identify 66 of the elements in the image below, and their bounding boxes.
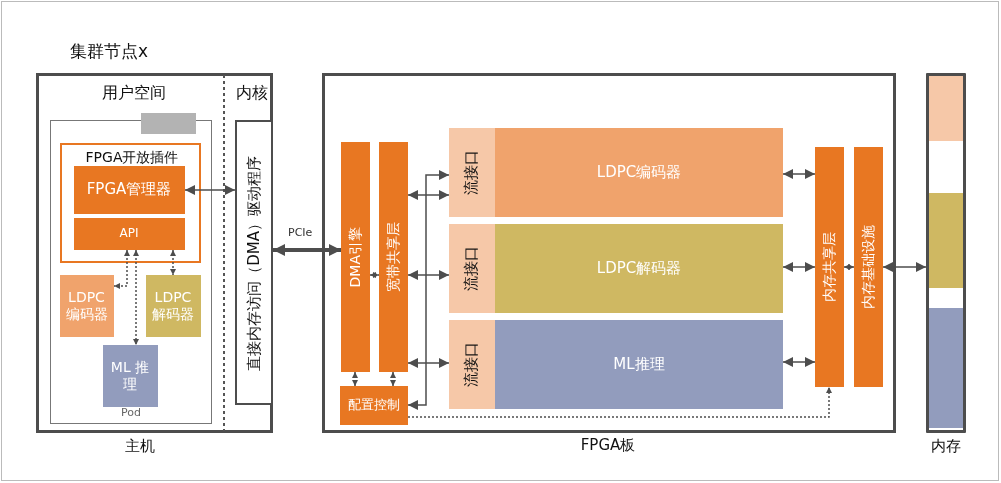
arrow bbox=[407, 358, 450, 368]
box-label: DMA引擎 bbox=[347, 226, 364, 288]
box-label: 流接口 bbox=[463, 150, 481, 195]
process-box bbox=[815, 147, 844, 387]
arrow bbox=[113, 249, 130, 289]
box-label: 内存基础设施 bbox=[860, 225, 877, 309]
process-box bbox=[449, 224, 495, 313]
box-label: 内存共享层 bbox=[821, 232, 838, 302]
arrow bbox=[184, 185, 236, 195]
arrow bbox=[390, 371, 396, 387]
process-box bbox=[379, 142, 408, 372]
arrow bbox=[133, 249, 139, 346]
box-label: 配置控制 bbox=[348, 398, 400, 413]
arrow bbox=[273, 244, 341, 256]
process-box bbox=[854, 147, 883, 387]
box-label: 流接口 bbox=[463, 246, 481, 291]
process-box bbox=[340, 386, 408, 425]
process-box bbox=[73, 165, 185, 214]
node-caption: 内存 bbox=[930, 437, 962, 456]
group-heading: 用户空间 bbox=[102, 83, 166, 103]
box-label: LDPC编码器 bbox=[596, 163, 682, 182]
box-label: 宽带共享层 bbox=[385, 222, 402, 292]
box-label: FPGA管理器 bbox=[86, 180, 172, 199]
edge-label: PCIe bbox=[288, 226, 313, 239]
group-heading: FPGA开放插件 bbox=[85, 149, 179, 166]
board-frame bbox=[36, 73, 273, 433]
node-caption: FPGA板 bbox=[579, 436, 637, 455]
board-frame bbox=[322, 73, 896, 433]
process-box bbox=[495, 320, 783, 409]
box-label: LDPC 编码器 bbox=[64, 289, 109, 322]
group-heading: Pod bbox=[121, 406, 141, 420]
arrow bbox=[407, 190, 450, 200]
arrow bbox=[407, 270, 450, 280]
arrow bbox=[782, 262, 816, 272]
arrow bbox=[407, 170, 450, 410]
driver-box bbox=[235, 120, 273, 405]
box-label: 流接口 bbox=[463, 342, 481, 387]
arrow bbox=[170, 249, 176, 276]
process-box bbox=[102, 344, 158, 407]
arrow bbox=[882, 262, 927, 272]
process-box bbox=[449, 320, 495, 409]
box-label: LDPC解码器 bbox=[596, 259, 682, 278]
arrow bbox=[369, 272, 380, 278]
diagram-title: 集群节点x bbox=[70, 40, 149, 63]
label-tab bbox=[140, 112, 196, 134]
plugin-frame bbox=[59, 142, 201, 263]
arrow bbox=[782, 169, 816, 179]
node-caption: 主机 bbox=[124, 437, 156, 456]
box-label: 直接内存访问（DMA）驱动程序 bbox=[246, 156, 264, 371]
memory-bar bbox=[926, 73, 966, 433]
group-heading: 内核 bbox=[235, 83, 268, 103]
box-label: ML 推理 bbox=[109, 359, 151, 392]
arrow bbox=[352, 371, 358, 387]
box-label: ML推理 bbox=[613, 355, 665, 374]
process-box bbox=[145, 274, 201, 337]
process-box bbox=[59, 274, 114, 337]
process-box bbox=[73, 217, 185, 250]
box-label: LDPC 解码器 bbox=[151, 289, 195, 322]
process-box bbox=[449, 128, 495, 217]
process-box bbox=[341, 142, 370, 372]
process-box bbox=[495, 224, 783, 313]
arrow bbox=[843, 264, 855, 270]
arrow bbox=[407, 386, 832, 418]
process-box bbox=[495, 128, 783, 217]
box-label: API bbox=[119, 226, 139, 241]
arrow bbox=[782, 357, 816, 367]
